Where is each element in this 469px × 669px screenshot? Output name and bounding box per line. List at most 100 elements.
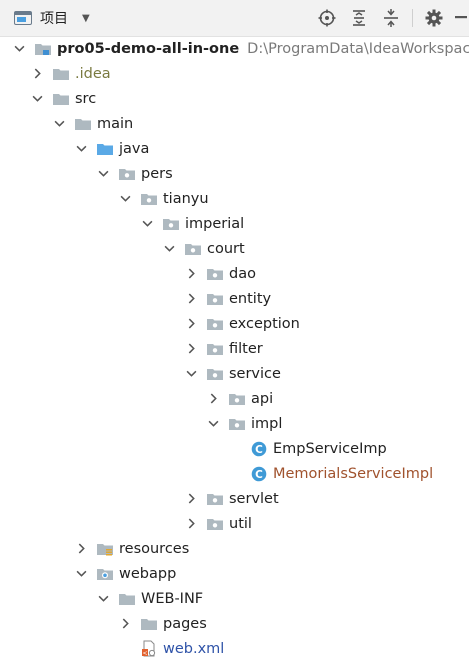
tree-label: EmpServiceImp (273, 440, 387, 457)
tree-label: exception (229, 315, 300, 332)
tree-label: webapp (119, 565, 177, 582)
tree-label: dao (229, 265, 256, 282)
tree-row-empserviceimp[interactable]: C EmpServiceImp (0, 436, 469, 461)
chevron-right-icon[interactable] (206, 392, 220, 406)
tree-row-webapp[interactable]: webapp (0, 561, 469, 586)
tree-label: java (119, 140, 150, 157)
package-icon (206, 491, 224, 507)
expand-all-icon[interactable] (348, 7, 370, 29)
package-icon (228, 391, 246, 407)
tree-label: tianyu (163, 190, 209, 207)
tree-label: filter (229, 340, 263, 357)
tree-label: pro05-demo-all-in-one (57, 40, 240, 57)
tree-row-java[interactable]: java (0, 136, 469, 161)
package-icon (184, 241, 202, 257)
tree-row-court[interactable]: court (0, 236, 469, 261)
chevron-right-icon[interactable] (184, 267, 198, 281)
tree-spacer (118, 642, 132, 656)
package-icon (206, 366, 224, 382)
tree-row-util[interactable]: util (0, 511, 469, 536)
class-icon: C (250, 466, 268, 482)
package-icon (206, 516, 224, 532)
chevron-down-icon[interactable] (140, 217, 154, 231)
chevron-down-icon[interactable] (118, 192, 132, 206)
collapse-all-icon[interactable] (380, 7, 402, 29)
tree-label: entity (229, 290, 272, 307)
chevron-right-icon[interactable] (74, 542, 88, 556)
tree-row-pers[interactable]: pers (0, 161, 469, 186)
chevron-right-icon[interactable] (184, 342, 198, 356)
chevron-down-icon[interactable] (30, 92, 44, 106)
module-path: D:\ProgramData\IdeaWorkspace (247, 40, 469, 57)
tree-row-pages[interactable]: pages (0, 611, 469, 636)
chevron-right-icon[interactable] (184, 492, 198, 506)
package-icon (118, 166, 136, 182)
chevron-down-icon[interactable] (96, 592, 110, 606)
tree-label: pages (163, 615, 207, 632)
tree-row-webinf[interactable]: WEB-INF (0, 586, 469, 611)
chevron-right-icon[interactable] (30, 67, 44, 81)
tree-row-memorialsserviceimpl[interactable]: C MemorialsServiceImpl (0, 461, 469, 486)
chevron-right-icon[interactable] (184, 517, 198, 531)
toolbar-title: 项目 (40, 11, 68, 27)
chevron-down-icon[interactable] (74, 142, 88, 156)
folder-icon (118, 591, 136, 607)
tree-row-impl[interactable]: impl (0, 411, 469, 436)
chevron-down-icon[interactable] (74, 567, 88, 581)
project-view-selector[interactable]: 项目 ▼ (14, 8, 90, 28)
tree-row-entity[interactable]: entity (0, 286, 469, 311)
folder-icon (74, 116, 92, 132)
package-icon (206, 316, 224, 332)
tree-row-resources[interactable]: resources (0, 536, 469, 561)
tree-row-dao[interactable]: dao (0, 261, 469, 286)
xml-file-icon: < (140, 640, 158, 657)
package-icon (206, 266, 224, 282)
tree-label: src (75, 90, 97, 107)
tree-label: impl (251, 415, 283, 432)
tree-row-tianyu[interactable]: tianyu (0, 186, 469, 211)
chevron-down-icon[interactable]: ▼ (82, 12, 90, 24)
tree-label: resources (119, 540, 190, 557)
tree-label: WEB-INF (141, 590, 204, 607)
tree-label: .idea (75, 65, 111, 82)
tree-spacer (228, 467, 242, 481)
tree-row-idea[interactable]: .idea (0, 61, 469, 86)
tree-row-servlet[interactable]: servlet (0, 486, 469, 511)
tree-row-webxml[interactable]: < web.xml (0, 636, 469, 661)
tree-row-filter[interactable]: filter (0, 336, 469, 361)
tree-row-imperial[interactable]: imperial (0, 211, 469, 236)
chevron-right-icon[interactable] (118, 617, 132, 631)
tree-label: main (97, 115, 134, 132)
package-icon (206, 341, 224, 357)
locate-icon[interactable] (316, 7, 338, 29)
chevron-down-icon[interactable] (12, 42, 26, 56)
chevron-down-icon[interactable] (206, 417, 220, 431)
tree-row-api[interactable]: api (0, 386, 469, 411)
class-icon: C (250, 441, 268, 457)
tree-row-root[interactable]: pro05-demo-all-in-one D:\ProgramData\Ide… (0, 36, 469, 61)
tree-label: imperial (185, 215, 245, 232)
chevron-down-icon[interactable] (184, 367, 198, 381)
svg-text:C: C (255, 468, 263, 480)
tree-row-exception[interactable]: exception (0, 311, 469, 336)
chevron-down-icon[interactable] (52, 117, 66, 131)
folder-icon (52, 66, 70, 82)
tree-row-service[interactable]: service (0, 361, 469, 386)
project-view-icon (14, 11, 32, 25)
tree-row-main[interactable]: main (0, 111, 469, 136)
chevron-down-icon[interactable] (96, 167, 110, 181)
package-icon (140, 191, 158, 207)
chevron-right-icon[interactable] (184, 292, 198, 306)
tree-label: util (229, 515, 252, 532)
web-folder-icon (96, 566, 114, 582)
hide-icon[interactable] (453, 7, 469, 29)
tree-row-src[interactable]: src (0, 86, 469, 111)
gear-icon[interactable] (423, 7, 445, 29)
tree-label: servlet (229, 490, 279, 507)
resources-folder-icon (96, 541, 114, 557)
toolbar-separator (412, 9, 413, 27)
project-toolbar: 项目 ▼ (0, 0, 469, 37)
chevron-down-icon[interactable] (162, 242, 176, 256)
source-folder-icon (96, 141, 114, 157)
chevron-right-icon[interactable] (184, 317, 198, 331)
